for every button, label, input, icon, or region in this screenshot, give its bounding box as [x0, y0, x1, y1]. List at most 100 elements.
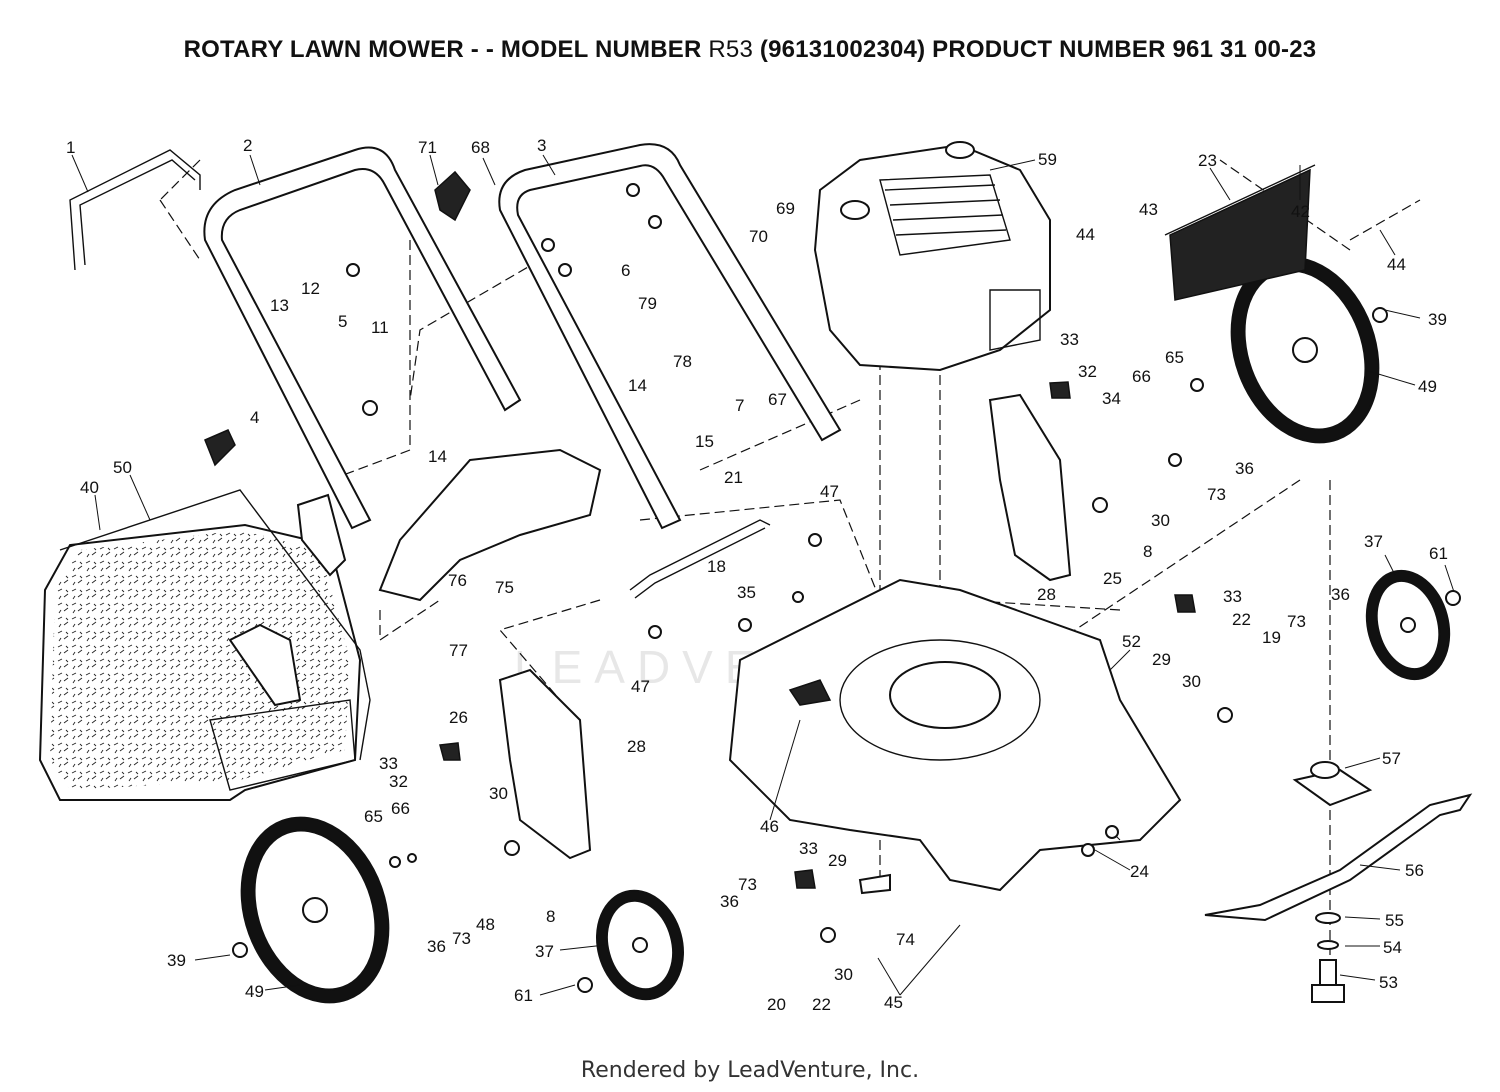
- upper-handle-right: [498, 143, 842, 530]
- callout-33b: 33: [1223, 587, 1242, 606]
- callout-54: 54: [1383, 938, 1402, 957]
- callout-76: 76: [448, 571, 467, 590]
- callout-8b: 8: [546, 907, 555, 926]
- callout-67: 67: [768, 390, 787, 409]
- callout-47b: 47: [631, 677, 650, 696]
- leader-lines: [71, 154, 1456, 996]
- height-adjuster-front: [498, 668, 592, 860]
- callout-26: 26: [449, 708, 468, 727]
- callout-1: 1: [66, 138, 75, 157]
- callout-42: 42: [1291, 202, 1310, 221]
- callout-53: 53: [1379, 973, 1398, 992]
- callout-5: 5: [338, 312, 347, 331]
- callout-59: 59: [1038, 150, 1057, 169]
- rear-flap: [1164, 164, 1316, 301]
- callout-75: 75: [495, 578, 514, 597]
- callout-25: 25: [1103, 569, 1122, 588]
- callout-65a: 65: [1165, 348, 1184, 367]
- callout-2: 2: [243, 136, 252, 155]
- callout-52: 52: [1122, 632, 1141, 651]
- callout-20: 20: [767, 995, 786, 1014]
- footer-credit: Rendered by LeadVenture, Inc.: [580, 1058, 920, 1083]
- callout-33c: 33: [379, 754, 398, 773]
- callout-46: 46: [760, 817, 779, 836]
- callout-45: 45: [884, 993, 903, 1012]
- callout-36d: 36: [427, 937, 446, 956]
- callout-61b: 61: [514, 986, 533, 1005]
- rear-wheel-left: [240, 816, 390, 1004]
- callout-6: 6: [621, 261, 630, 280]
- callout-37b: 37: [535, 942, 554, 961]
- callout-4: 4: [250, 408, 259, 427]
- callout-79: 79: [638, 294, 657, 313]
- model-number: R53: [708, 36, 754, 63]
- callout-50: 50: [113, 458, 132, 477]
- front-wheel-right: [1365, 569, 1451, 681]
- callout-37a: 37: [1364, 532, 1383, 551]
- callout-15: 15: [695, 432, 714, 451]
- callout-22a: 22: [1232, 610, 1251, 629]
- callout-8a: 8: [1143, 542, 1152, 561]
- callout-56: 56: [1405, 861, 1424, 880]
- callout-11: 11: [371, 318, 389, 337]
- callout-labels: 1 2 3 71 68 59 23 69 43 42 70 44 44 6 13…: [66, 136, 1448, 1014]
- callout-32a: 32: [1078, 362, 1097, 381]
- callout-30d: 30: [834, 965, 853, 984]
- callout-29a: 29: [1152, 650, 1171, 669]
- page-title: ROTARY LAWN MOWER - - MODEL NUMBER R53 (…: [0, 36, 1500, 64]
- title-suffix: (96131002304) PRODUCT NUMBER 961 31 00-2…: [753, 36, 1317, 63]
- callout-34: 34: [1102, 389, 1121, 408]
- callout-36c: 36: [720, 892, 739, 911]
- blade-bolt: [1311, 912, 1345, 1003]
- callout-33a: 33: [1060, 330, 1079, 349]
- callout-73b: 73: [1287, 612, 1306, 631]
- callout-39b: 39: [167, 951, 186, 970]
- callout-48: 48: [476, 915, 495, 934]
- height-adjuster-rear: [988, 393, 1072, 582]
- callout-71: 71: [418, 138, 437, 157]
- callout-23: 23: [1198, 151, 1217, 170]
- callout-36a: 36: [1235, 459, 1254, 478]
- callout-73d: 73: [452, 929, 471, 948]
- callout-7: 7: [735, 396, 744, 415]
- callout-61a: 61: [1429, 544, 1448, 563]
- callout-77: 77: [449, 641, 468, 660]
- mower-deck: [728, 578, 1182, 892]
- callout-14b: 14: [428, 447, 447, 466]
- callout-19: 19: [1262, 628, 1281, 647]
- engine: [813, 141, 1051, 372]
- callout-65b: 65: [364, 807, 383, 826]
- callout-36b: 36: [1331, 585, 1350, 604]
- callout-28b: 28: [627, 737, 646, 756]
- callout-13: 13: [270, 296, 289, 315]
- callout-68: 68: [471, 138, 490, 157]
- callout-14a: 14: [628, 376, 647, 395]
- callout-29b: 29: [828, 851, 847, 870]
- callout-44b: 44: [1387, 255, 1406, 274]
- callout-28a: 28: [1037, 585, 1056, 604]
- callout-66b: 66: [391, 799, 410, 818]
- callout-33d: 33: [799, 839, 818, 858]
- callout-57: 57: [1382, 749, 1401, 768]
- hardware: [204, 170, 1461, 993]
- front-wheel-left: [596, 889, 684, 1001]
- callout-49a: 49: [1418, 377, 1437, 396]
- callout-32b: 32: [389, 772, 408, 791]
- callout-12: 12: [301, 279, 320, 298]
- callout-30b: 30: [1182, 672, 1201, 691]
- control-bail: [69, 149, 201, 271]
- callout-44a: 44: [1076, 225, 1095, 244]
- callout-73a: 73: [1207, 485, 1226, 504]
- title-prefix: ROTARY LAWN MOWER - - MODEL NUMBER: [183, 36, 709, 63]
- callout-35: 35: [737, 583, 756, 602]
- callout-24: 24: [1130, 862, 1149, 881]
- front-axle: [629, 519, 771, 599]
- upper-handle-left: [203, 146, 522, 530]
- callout-18: 18: [707, 557, 726, 576]
- callout-66a: 66: [1132, 367, 1151, 386]
- callout-40: 40: [80, 478, 99, 497]
- callout-73c: 73: [738, 875, 757, 894]
- grass-catcher-bag: [38, 489, 371, 801]
- callout-3: 3: [537, 136, 546, 155]
